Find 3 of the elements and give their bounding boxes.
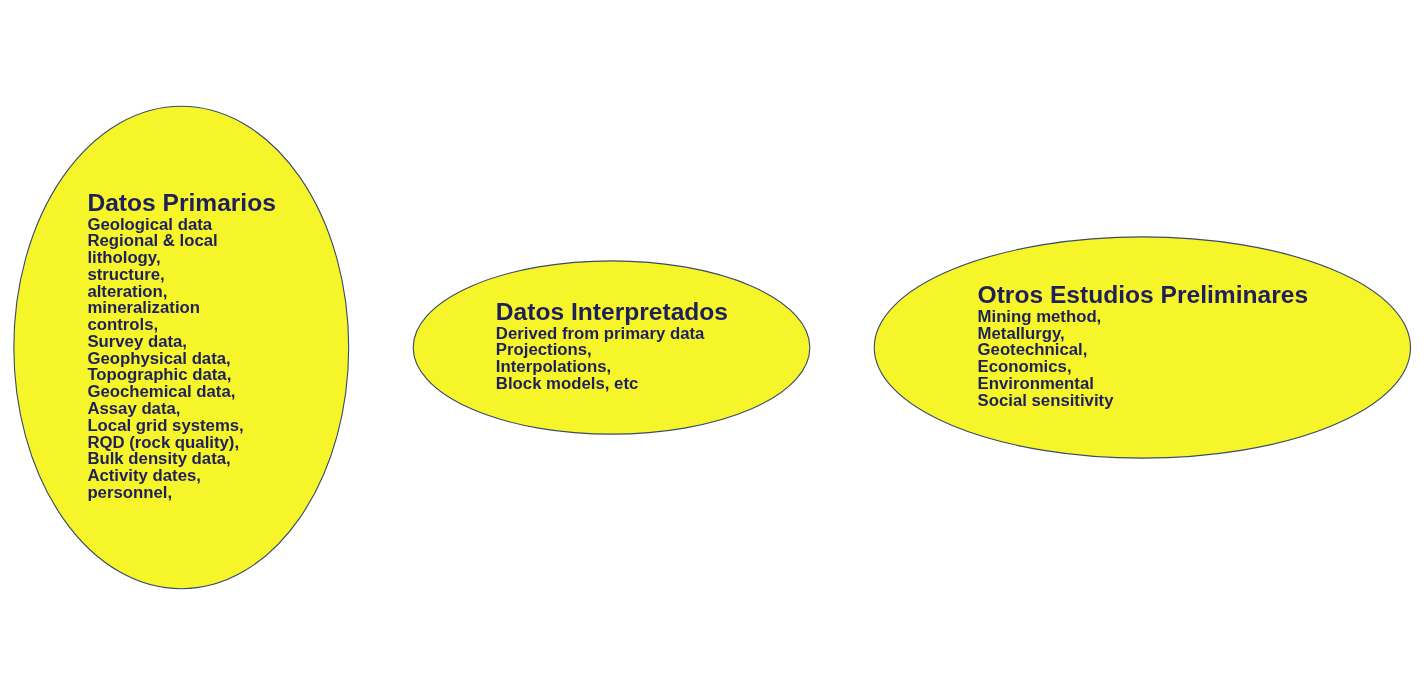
node-ellipse: Datos Primarios Geological data Regional & local lithology, structure, alteration, mineralization controls, Survey data, Geophysical data, Topographic data, Geochemical data, Assay data, Local grid systems, RQD (rock quality), Bulk density data, Activity dates, personnel, [13,105,350,589]
node-ellipse: Otros Estudios Preliminares Mining method, Metallurgy, Geotechnical, Economics, Environmental Social sensitivity [873,235,1412,459]
node-ellipse: Datos Interpretados Derived from primary data Projections, Interpolations, Block models, etc [412,259,811,435]
